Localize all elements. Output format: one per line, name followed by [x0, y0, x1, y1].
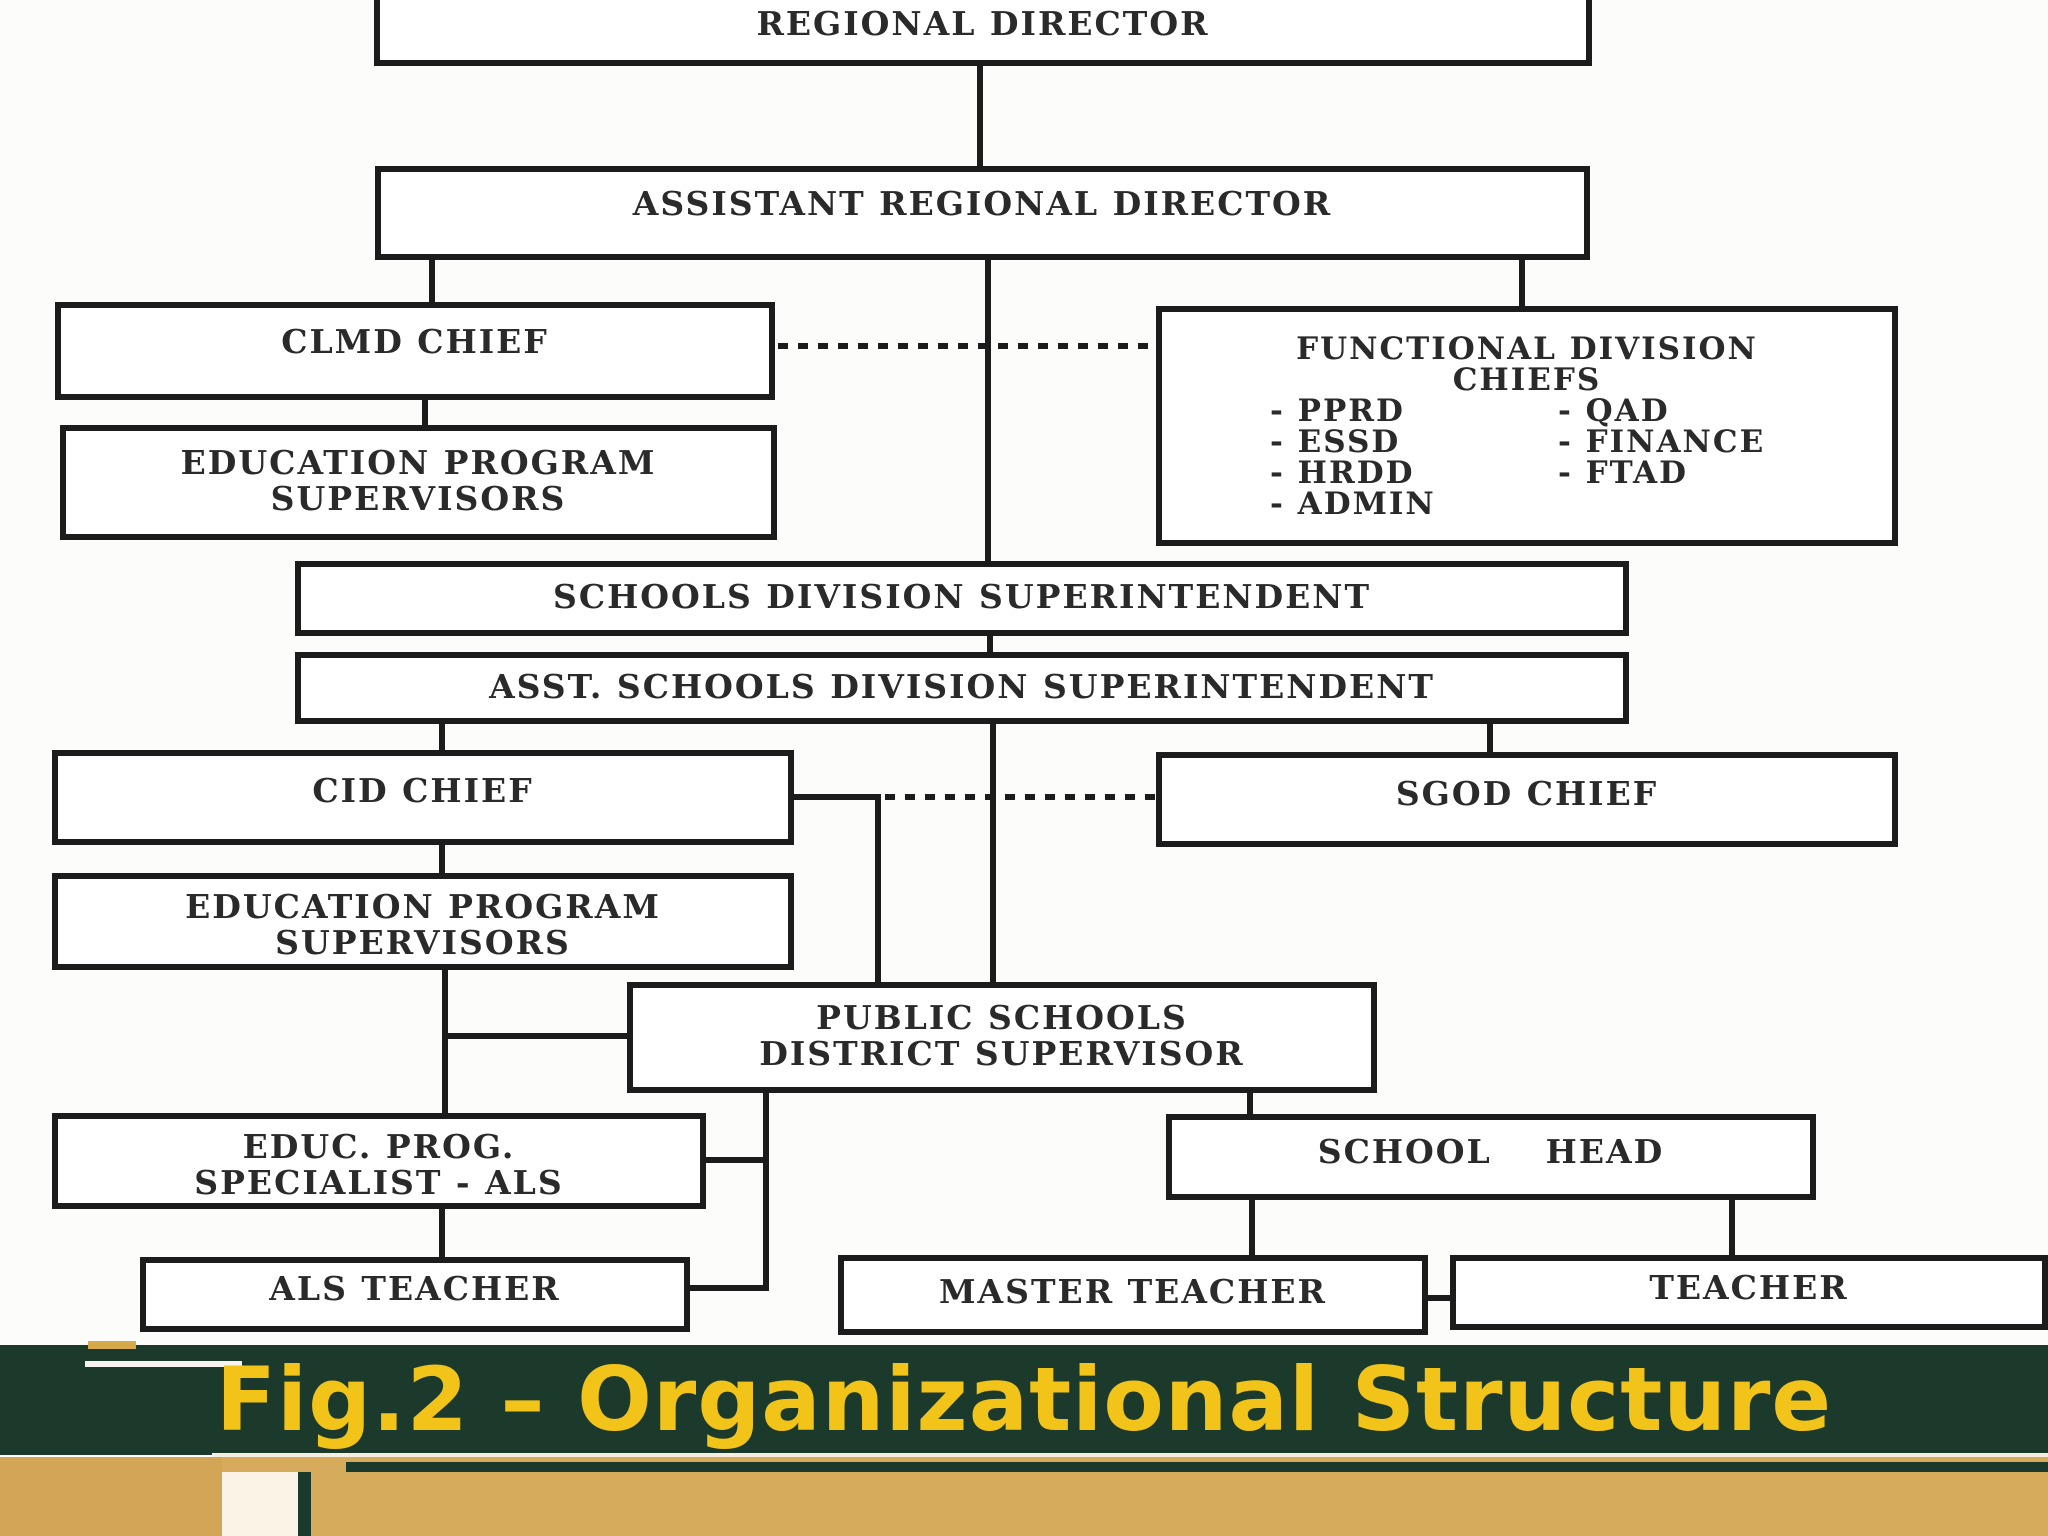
asds-label: ASST. SCHOOLS DIVISION SUPERINTENDENT: [489, 667, 1435, 706]
caption-band: [0, 1345, 2048, 1455]
assistant-regional-director-box: ASSISTANT REGIONAL DIRECTOR: [375, 166, 1590, 260]
fdc-item-ftad: - FTAD: [1558, 455, 1688, 491]
education-program-supervisors-box-1: EDUCATION PROGRAM SUPERVISORS: [60, 425, 777, 540]
fdc-title-line2: CHIEFS: [1452, 362, 1602, 398]
figure-caption: Fig.2 – Organizational Structure: [215, 1348, 1833, 1451]
accent-tick: [88, 1341, 136, 1349]
als-teacher-label: ALS TEACHER: [269, 1269, 561, 1308]
accent-line: [85, 1361, 242, 1367]
eps2-line2: SUPERVISORS: [275, 923, 571, 962]
clmd-chief-label: CLMD CHIEF: [281, 322, 549, 361]
psds-line1: PUBLIC SCHOOLS: [816, 998, 1188, 1037]
connector-cid-psds: [790, 794, 881, 985]
master-teacher-box: MASTER TEACHER: [838, 1255, 1428, 1335]
green-top-strip: [346, 1462, 2048, 1472]
sgod-chief-label: SGOD CHIEF: [1395, 774, 1659, 813]
regional-director-label: REGIONAL DIRECTOR: [756, 4, 1210, 43]
epsals-line2: SPECIALIST - ALS: [194, 1163, 564, 1202]
teacher-box: TEACHER: [1450, 1255, 2048, 1330]
teacher-label: TEACHER: [1649, 1268, 1849, 1307]
assistant-regional-director-label: ASSISTANT REGIONAL DIRECTOR: [632, 184, 1333, 223]
education-program-supervisors-box-2: EDUCATION PROGRAM SUPERVISORS: [52, 873, 794, 970]
epsals-line1: EDUC. PROG.: [242, 1127, 516, 1166]
cid-chief-label: CID CHIEF: [312, 771, 534, 810]
school-head-label: SCHOOL HEAD: [1317, 1132, 1665, 1171]
clmd-chief-box: CLMD CHIEF: [55, 302, 775, 400]
regional-director-box: REGIONAL DIRECTOR: [374, 0, 1592, 66]
eps2-line1: EDUCATION PROGRAM: [185, 887, 661, 926]
connector-psds-als: [686, 1090, 769, 1291]
eps1-line1: EDUCATION PROGRAM: [180, 443, 657, 482]
als-teacher-box: ALS TEACHER: [140, 1257, 690, 1332]
fdc-item-pprd: - PPRD: [1270, 393, 1405, 429]
fdc-item-admin: - ADMIN: [1270, 486, 1436, 522]
public-schools-district-supervisor-box: PUBLIC SCHOOLS DISTRICT SUPERVISOR: [627, 982, 1377, 1093]
asst-schools-division-superintendent-box: ASST. SCHOOLS DIVISION SUPERINTENDENT: [295, 652, 1629, 724]
functional-division-chiefs-box: FUNCTIONAL DIVISION CHIEFS - PPRD - ESSD…: [1156, 306, 1898, 546]
fdc-item-essd: - ESSD: [1270, 424, 1401, 460]
sds-label: SCHOOLS DIVISION SUPERINTENDENT: [552, 577, 1372, 616]
cream-tab: [222, 1472, 298, 1536]
educ-prog-specialist-als-box: EDUC. PROG. SPECIALIST - ALS: [52, 1113, 706, 1209]
fdc-item-qad: - QAD: [1558, 393, 1670, 429]
school-head-box: SCHOOL HEAD: [1166, 1114, 1816, 1200]
master-teacher-label: MASTER TEACHER: [939, 1272, 1327, 1311]
fdc-title-line1: FUNCTIONAL DIVISION: [1296, 331, 1758, 367]
cream-rule: [212, 1453, 2048, 1457]
green-vertical-bar: [298, 1472, 311, 1536]
fdc-item-finance: - FINANCE: [1558, 424, 1766, 460]
sgod-chief-box: SGOD CHIEF: [1156, 752, 1898, 847]
fdc-item-hrdd: - HRDD: [1270, 455, 1415, 491]
org-chart: REGIONAL DIRECTOR ASSISTANT REGIONAL DIR…: [52, 0, 2048, 1335]
eps1-line2: SUPERVISORS: [270, 479, 567, 518]
schools-division-superintendent-box: SCHOOLS DIVISION SUPERINTENDENT: [295, 561, 1629, 636]
psds-line2: DISTRICT SUPERVISOR: [759, 1034, 1245, 1073]
gold-left-block: [0, 1457, 222, 1536]
cid-chief-box: CID CHIEF: [52, 750, 794, 845]
